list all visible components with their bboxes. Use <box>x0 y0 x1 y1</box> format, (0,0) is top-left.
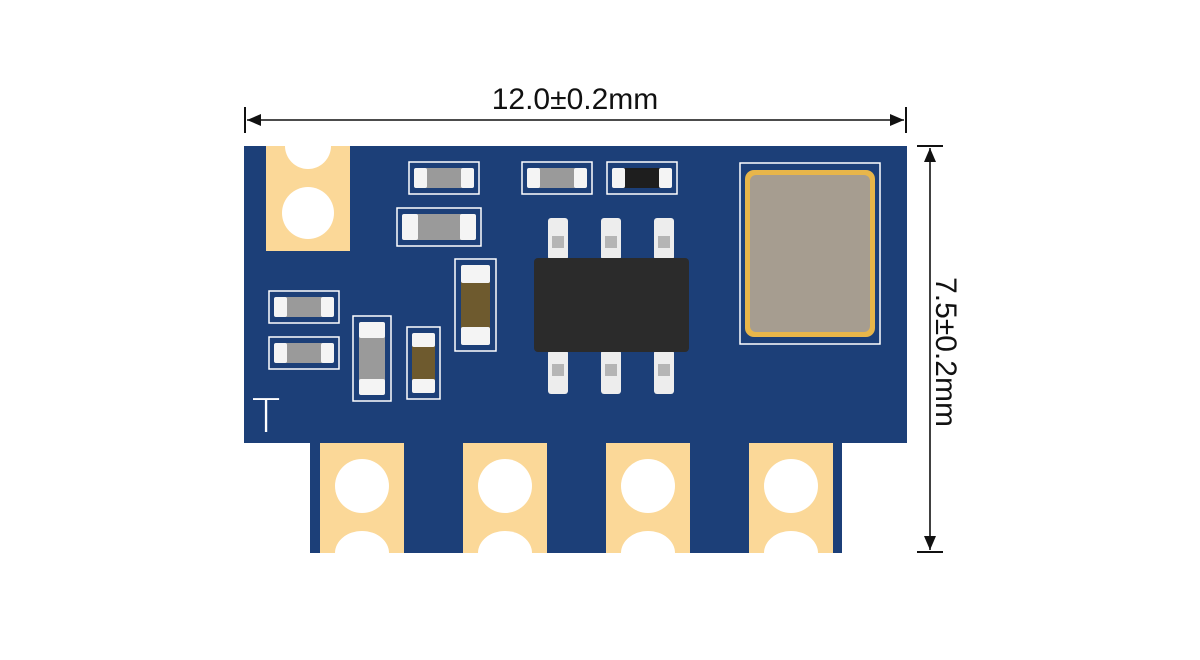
ic-pin <box>601 350 621 394</box>
capacitor <box>352 315 392 402</box>
capacitor <box>406 326 441 400</box>
capacitor <box>268 290 340 324</box>
inductor <box>454 258 497 352</box>
ic-pin <box>548 350 568 394</box>
top-left-pad <box>266 146 350 251</box>
crystal-oscillator <box>739 162 881 345</box>
ic-pin <box>548 218 568 260</box>
arrow-down-icon <box>924 536 936 550</box>
capacitor <box>408 161 480 195</box>
height-dimension: 7.5±0.2mm <box>917 145 962 553</box>
arrow-up-icon <box>924 148 936 162</box>
width-dimension: 12.0±0.2mm <box>244 83 907 133</box>
height-label: 7.5±0.2mm <box>929 277 962 427</box>
ic-pin <box>654 218 674 260</box>
width-label: 12.0±0.2mm <box>492 83 659 116</box>
edge-pad <box>749 443 833 553</box>
edge-pad <box>320 443 404 553</box>
edge-pad <box>463 443 547 553</box>
resistor <box>521 161 593 195</box>
capacitor <box>396 207 482 247</box>
arrow-left-icon <box>247 114 261 126</box>
arrow-right-icon <box>890 114 904 126</box>
pcb-board: T <box>244 146 907 553</box>
silkscreen-mark: T <box>252 389 280 443</box>
ic-pin <box>601 218 621 260</box>
ic-pin <box>654 350 674 394</box>
resistor <box>606 161 678 195</box>
ic-body <box>534 258 689 352</box>
ic-chip <box>534 218 689 394</box>
capacitor <box>268 336 340 370</box>
edge-pad <box>606 443 690 553</box>
